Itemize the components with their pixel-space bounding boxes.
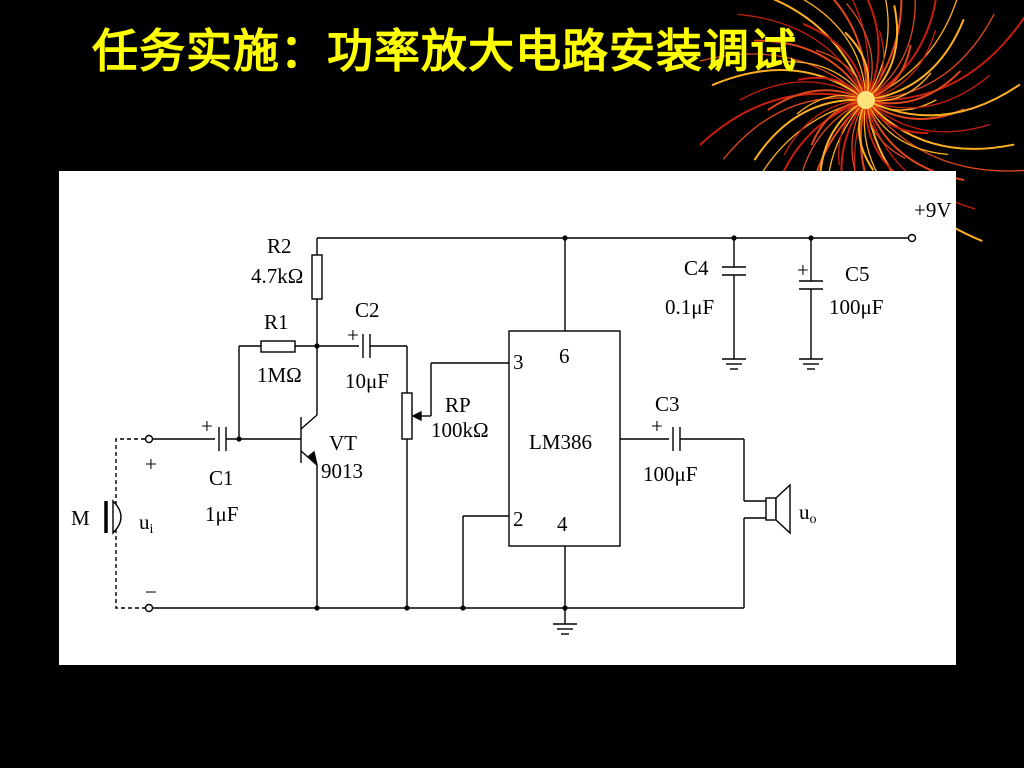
c4-value: 0.1μF — [665, 295, 714, 319]
c2-plus: + — [347, 323, 359, 347]
firework-ray — [865, 0, 889, 101]
firework-ray — [865, 0, 916, 101]
firework-ray — [739, 81, 867, 101]
firework-ray — [711, 69, 867, 101]
firework-ray — [783, 99, 867, 156]
firework-ray — [865, 0, 937, 101]
c3-value: 100μF — [643, 462, 697, 486]
c1-value: 1μF — [205, 502, 238, 526]
circuit-panel: +9V R2 4.7kΩ R1 1MΩ C2 + 10μF + C1 1μF V… — [59, 171, 956, 665]
rp-value: 100kΩ — [431, 418, 489, 442]
firework-ray — [774, 61, 867, 101]
c2-value: 10μF — [345, 369, 389, 393]
firework-ray — [723, 97, 867, 160]
firework-ray — [802, 23, 867, 101]
firework-ray — [803, 0, 867, 101]
c2-name: C2 — [355, 298, 380, 322]
firework-ray — [767, 89, 867, 111]
r2-value: 4.7kΩ — [251, 264, 303, 288]
firework-ray — [865, 13, 995, 101]
c5-value: 100μF — [829, 295, 883, 319]
pin-4: 4 — [557, 512, 568, 536]
c5-plus: + — [797, 258, 809, 282]
firework-ray — [865, 99, 1015, 150]
c3-plus: + — [651, 414, 663, 438]
r2-name: R2 — [267, 234, 292, 258]
firework-ray — [865, 99, 991, 133]
firework-ray — [865, 99, 949, 156]
ic-name: LM386 — [529, 430, 592, 454]
firework-ray — [753, 39, 867, 101]
firework-ray — [865, 0, 880, 101]
slide-title: 任务实施：功率放大电路安装调试 — [92, 24, 797, 78]
vt-name: VT — [329, 431, 357, 455]
output-voltage-label: uo — [799, 500, 817, 527]
input-minus: − — [145, 580, 157, 604]
r1-name: R1 — [264, 310, 289, 334]
firework-ray — [865, 5, 899, 101]
firework-ray — [865, 70, 961, 105]
rp-name: RP — [445, 393, 471, 417]
circuit-schematic: +9V R2 4.7kΩ R1 1MΩ C2 + 10μF + C1 1μF V… — [71, 198, 952, 635]
firework-ray — [700, 92, 867, 147]
firework-ray — [753, 98, 867, 161]
firework-ray — [865, 83, 1021, 117]
firework-ray — [737, 13, 867, 101]
supply-label: +9V — [914, 198, 952, 222]
c4-name: C4 — [684, 256, 709, 280]
input-voltage-label: ui — [139, 510, 154, 537]
firework-ray — [865, 19, 965, 101]
pin-2: 2 — [513, 507, 524, 531]
firework-ray — [865, 30, 936, 101]
firework-ray — [832, 0, 868, 101]
pin-6: 6 — [559, 344, 570, 368]
c1-plus: + — [201, 414, 213, 438]
c3-name: C3 — [655, 392, 680, 416]
c1-name: C1 — [209, 466, 234, 490]
input-plus: + — [145, 452, 157, 476]
firework-ray — [846, 3, 873, 101]
firework-ray — [865, 99, 1024, 172]
mic-label: M — [71, 506, 90, 530]
vt-value: 9013 — [321, 459, 363, 483]
c5-name: C5 — [845, 262, 870, 286]
r1-value: 1MΩ — [257, 363, 302, 387]
pin-3: 3 — [513, 350, 524, 374]
firework-ray — [865, 74, 991, 109]
